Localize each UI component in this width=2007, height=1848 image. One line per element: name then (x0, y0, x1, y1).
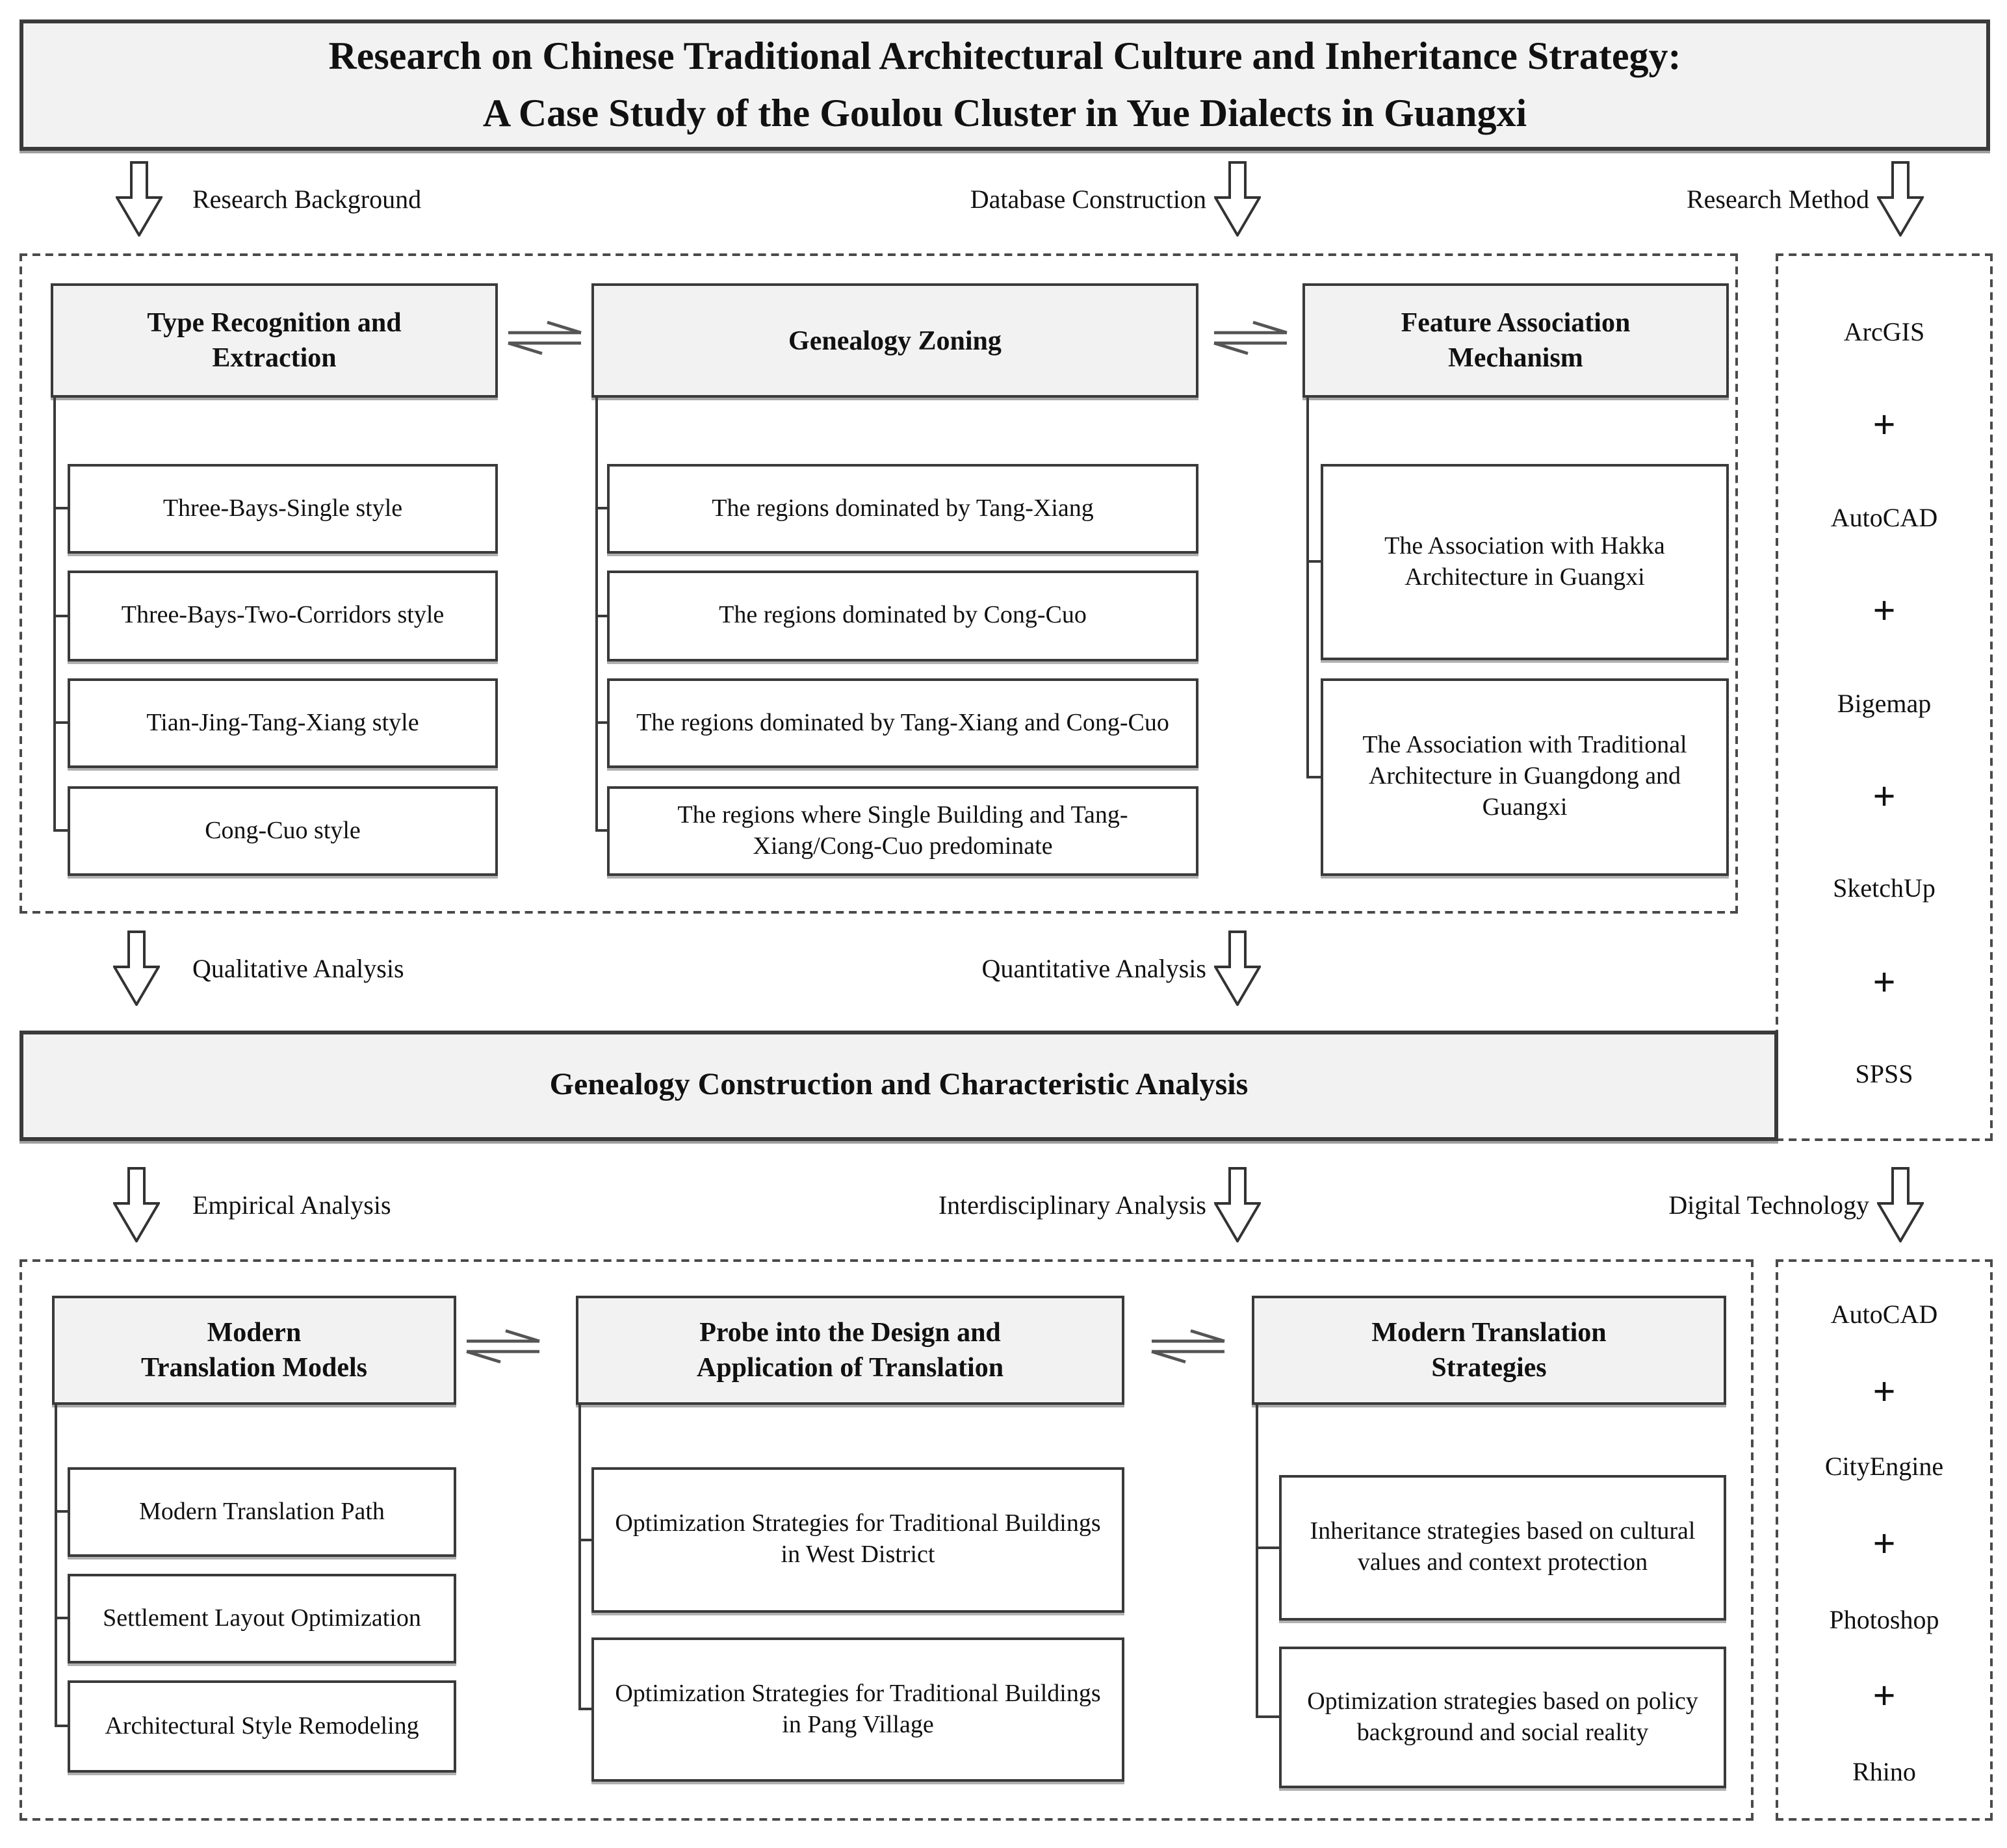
connector-line (53, 615, 68, 617)
header-line: Application of Translation (696, 1352, 1004, 1383)
equilibrium-arrows-icon (1209, 320, 1292, 356)
connector-line (578, 1405, 581, 1709)
tool-spss: SPSS (1855, 1060, 1913, 1089)
down-arrow-icon (1214, 930, 1261, 1006)
plus-icon: + (1872, 402, 1896, 448)
list-item: The regions dominated by Tang-Xiang and … (607, 678, 1198, 768)
list-item: Three-Bays-Two-Corridors style (68, 571, 498, 661)
plus-icon: + (1872, 1368, 1896, 1414)
down-arrow-icon (1877, 161, 1924, 237)
flow-label-quantitative-analysis: Quantitative Analysis (981, 955, 1206, 984)
equilibrium-arrows-icon (503, 320, 586, 356)
header-genealogy-zoning: Genealogy Zoning (591, 283, 1198, 398)
list-item: Optimization strategies based on policy … (1279, 1647, 1726, 1788)
equilibrium-arrows-icon (461, 1328, 545, 1365)
down-arrow-icon (113, 930, 160, 1006)
flow-label-qualitative-analysis: Qualitative Analysis (192, 955, 404, 984)
plus-icon: + (1872, 1673, 1896, 1719)
connector-line (1256, 1715, 1279, 1718)
connector-line (1306, 398, 1309, 778)
header-modern-translation-strategies: Modern Translation Strategies (1252, 1296, 1726, 1405)
header-line: Modern Translation (1371, 1316, 1607, 1348)
list-item: Inheritance strategies based on cultural… (1279, 1475, 1726, 1621)
header-feature-association: Feature Association Mechanism (1302, 283, 1729, 398)
list-item: Three-Bays-Single style (68, 464, 498, 554)
tools-panel-top: ArcGIS + AutoCAD + Bigemap + SketchUp + … (1776, 253, 1993, 1141)
header-modern-translation-models: Modern Translation Models (52, 1296, 456, 1405)
connector-line (1256, 1546, 1279, 1549)
connector-line (55, 1617, 68, 1619)
plus-icon: + (1872, 773, 1896, 819)
down-arrow-icon (1877, 1167, 1924, 1242)
list-item: Settlement Layout Optimization (68, 1574, 456, 1663)
down-arrow-icon (113, 1167, 160, 1242)
list-item: Tian-Jing-Tang-Xiang style (68, 678, 498, 768)
tool-arcgis: ArcGIS (1843, 318, 1925, 347)
plus-icon: + (1872, 958, 1896, 1005)
header-probe-design-application: Probe into the Design and Application of… (576, 1296, 1124, 1405)
plus-icon: + (1872, 1520, 1896, 1566)
connector-line (595, 507, 607, 509)
down-arrow-icon (116, 161, 162, 237)
flow-label-interdisciplinary-analysis: Interdisciplinary Analysis (938, 1192, 1206, 1220)
plus-icon: + (1872, 587, 1896, 634)
page-title-line1: Research on Chinese Traditional Architec… (328, 34, 1681, 77)
flow-label-database-construction: Database Construction (970, 186, 1206, 214)
connector-line (595, 721, 607, 724)
list-item: Modern Translation Path (68, 1467, 456, 1557)
page-title-line2: A Case Study of the Goulou Cluster in Yu… (482, 92, 1527, 135)
tools-panel-bottom: AutoCAD + CityEngine + Photoshop + Rhino (1776, 1259, 1993, 1821)
list-item: Optimization Strategies for Traditional … (591, 1637, 1124, 1782)
header-line: Feature Association (1401, 307, 1631, 338)
connector-line (1256, 1405, 1258, 1717)
list-item: The regions where Single Building and Ta… (607, 786, 1198, 876)
page-title: Research on Chinese Traditional Architec… (19, 19, 1990, 151)
flow-label-research-background: Research Background (192, 186, 422, 214)
header-line: Modern (207, 1316, 302, 1348)
header-line: Translation Models (140, 1352, 368, 1383)
middle-band: Genealogy Construction and Characteristi… (19, 1031, 1778, 1141)
connector-line (53, 721, 68, 724)
tool-cityengine: CityEngine (1824, 1453, 1944, 1482)
connector-line (55, 1405, 57, 1727)
list-item: Architectural Style Remodeling (68, 1680, 456, 1773)
header-line: Type Recognition and (147, 307, 402, 338)
tool-photoshop: Photoshop (1829, 1606, 1939, 1635)
header-line: Genealogy Zoning (788, 324, 1002, 355)
header-type-recognition: Type Recognition and Extraction (51, 283, 498, 398)
list-item: Cong-Cuo style (68, 786, 498, 876)
connector-line (55, 1725, 68, 1727)
flow-label-digital-technology: Digital Technology (1668, 1192, 1869, 1220)
tool-sketchup: SketchUp (1833, 875, 1936, 904)
header-line: Mechanism (1448, 342, 1583, 373)
flow-label-research-method: Research Method (1686, 186, 1869, 214)
connector-line (1306, 776, 1321, 778)
top-section-container (19, 253, 1738, 914)
list-item: The Association with Traditional Archite… (1321, 678, 1729, 876)
down-arrow-icon (1214, 161, 1261, 237)
list-item: The Association with Hakka Architecture … (1321, 464, 1729, 660)
tool-autocad: AutoCAD (1830, 504, 1938, 533)
list-item: Optimization Strategies for Traditional … (591, 1467, 1124, 1613)
flow-label-empirical-analysis: Empirical Analysis (192, 1192, 391, 1220)
connector-line (595, 829, 607, 832)
header-line: Extraction (212, 342, 337, 373)
tool-bigemap: Bigemap (1837, 689, 1932, 718)
connector-line (53, 507, 68, 509)
bottom-section-container (19, 1259, 1754, 1821)
connector-line (1306, 560, 1321, 563)
equilibrium-arrows-icon (1146, 1328, 1230, 1365)
list-item: The regions dominated by Tang-Xiang (607, 464, 1198, 554)
list-item: The regions dominated by Cong-Cuo (607, 571, 1198, 661)
tool-autocad: AutoCAD (1830, 1301, 1938, 1329)
connector-line (53, 829, 68, 832)
tool-rhino: Rhino (1852, 1758, 1916, 1787)
down-arrow-icon (1214, 1167, 1261, 1242)
connector-line (55, 1510, 68, 1513)
header-line: Probe into the Design and (699, 1316, 1001, 1348)
connector-line (578, 1708, 591, 1710)
connector-line (578, 1539, 591, 1541)
header-line: Strategies (1431, 1352, 1547, 1383)
connector-line (595, 615, 607, 617)
